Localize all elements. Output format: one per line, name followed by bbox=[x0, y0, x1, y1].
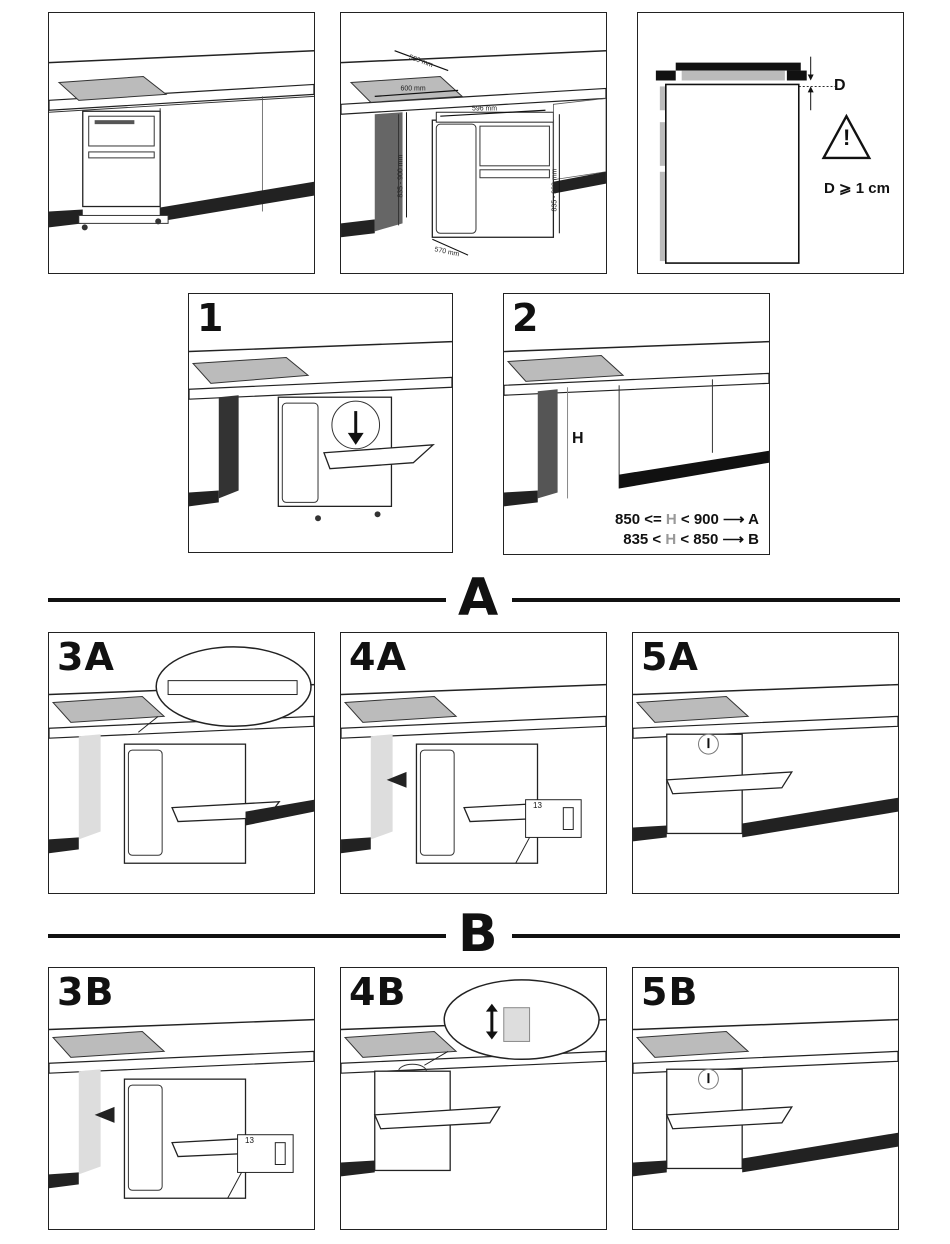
step-4a-label: 4A bbox=[349, 635, 407, 679]
height-right-label: 835 - 900 mm bbox=[551, 168, 558, 211]
rule-a-left: 850 <= bbox=[615, 511, 666, 528]
panel-step-5a: 5A bbox=[632, 632, 899, 894]
panel-step-4a: 13 4A bbox=[340, 632, 607, 894]
separator-b-right bbox=[512, 934, 900, 938]
rule-b-right: < 850 ⟶ B bbox=[676, 531, 759, 548]
built-in-oven-illustration bbox=[49, 13, 314, 273]
step-2-label: 2 bbox=[512, 296, 539, 340]
rule-b-h: H bbox=[665, 531, 676, 548]
rule-a: 850 <= H < 900 ⟶ A bbox=[615, 510, 759, 528]
panel-dimensions: 580 mm 600 mm 596 mm 835 - 900 mm 835 - … bbox=[340, 12, 607, 274]
panel-step-3a: 3A bbox=[48, 632, 315, 894]
warning-exclamation: ! bbox=[843, 125, 850, 151]
step-4b-label: 4B bbox=[349, 970, 406, 1014]
separator-b-left bbox=[48, 934, 446, 938]
panel-step-2: H 850 <= H < 900 ⟶ A 835 < H < 850 ⟶ B 2 bbox=[503, 293, 770, 555]
rule-b-left: 835 < bbox=[623, 531, 665, 548]
width-label: 600 mm bbox=[401, 85, 426, 92]
section-a-label: A bbox=[458, 572, 498, 624]
appliance-depth-label: 570 mm bbox=[434, 246, 460, 258]
step-3b-label: 3B bbox=[57, 970, 114, 1014]
separator-a-right bbox=[512, 598, 900, 602]
dimensions-illustration: 580 mm 600 mm 596 mm 835 - 900 mm 835 - … bbox=[341, 13, 606, 273]
rule-a-h: H bbox=[666, 511, 677, 528]
panel-step-1: 1 bbox=[188, 293, 453, 553]
step-1-label: 1 bbox=[197, 296, 224, 340]
clearance-rule: D ⩾ 1 cm bbox=[824, 179, 890, 197]
clearance-d-label: D bbox=[834, 77, 846, 95]
wrench-size-3b: 13 bbox=[245, 1136, 254, 1145]
panel-clearance: D ! D ⩾ 1 cm bbox=[637, 12, 904, 274]
panel-step-5b: 5B bbox=[632, 967, 899, 1230]
panel-built-in-overview bbox=[48, 12, 315, 274]
step-1-illustration bbox=[189, 294, 452, 552]
height-h-label: H bbox=[572, 430, 584, 448]
section-b-label: B bbox=[458, 908, 498, 960]
appliance-width-label: 596 mm bbox=[472, 105, 497, 112]
height-left-label: 835 - 900 mm bbox=[398, 155, 405, 198]
rule-b: 835 < H < 850 ⟶ B bbox=[623, 530, 759, 548]
step-3a-label: 3A bbox=[57, 635, 115, 679]
depth-label: 580 mm bbox=[408, 54, 434, 69]
step-5a-label: 5A bbox=[641, 635, 699, 679]
step-5b-label: 5B bbox=[641, 970, 698, 1014]
panel-step-3b: 13 3B bbox=[48, 967, 315, 1230]
wrench-size-4a: 13 bbox=[533, 801, 542, 810]
rule-a-right: < 900 ⟶ A bbox=[677, 511, 759, 528]
panel-step-4b: 4B bbox=[340, 967, 607, 1230]
clearance-illustration bbox=[638, 13, 903, 273]
separator-a-left bbox=[48, 598, 446, 602]
